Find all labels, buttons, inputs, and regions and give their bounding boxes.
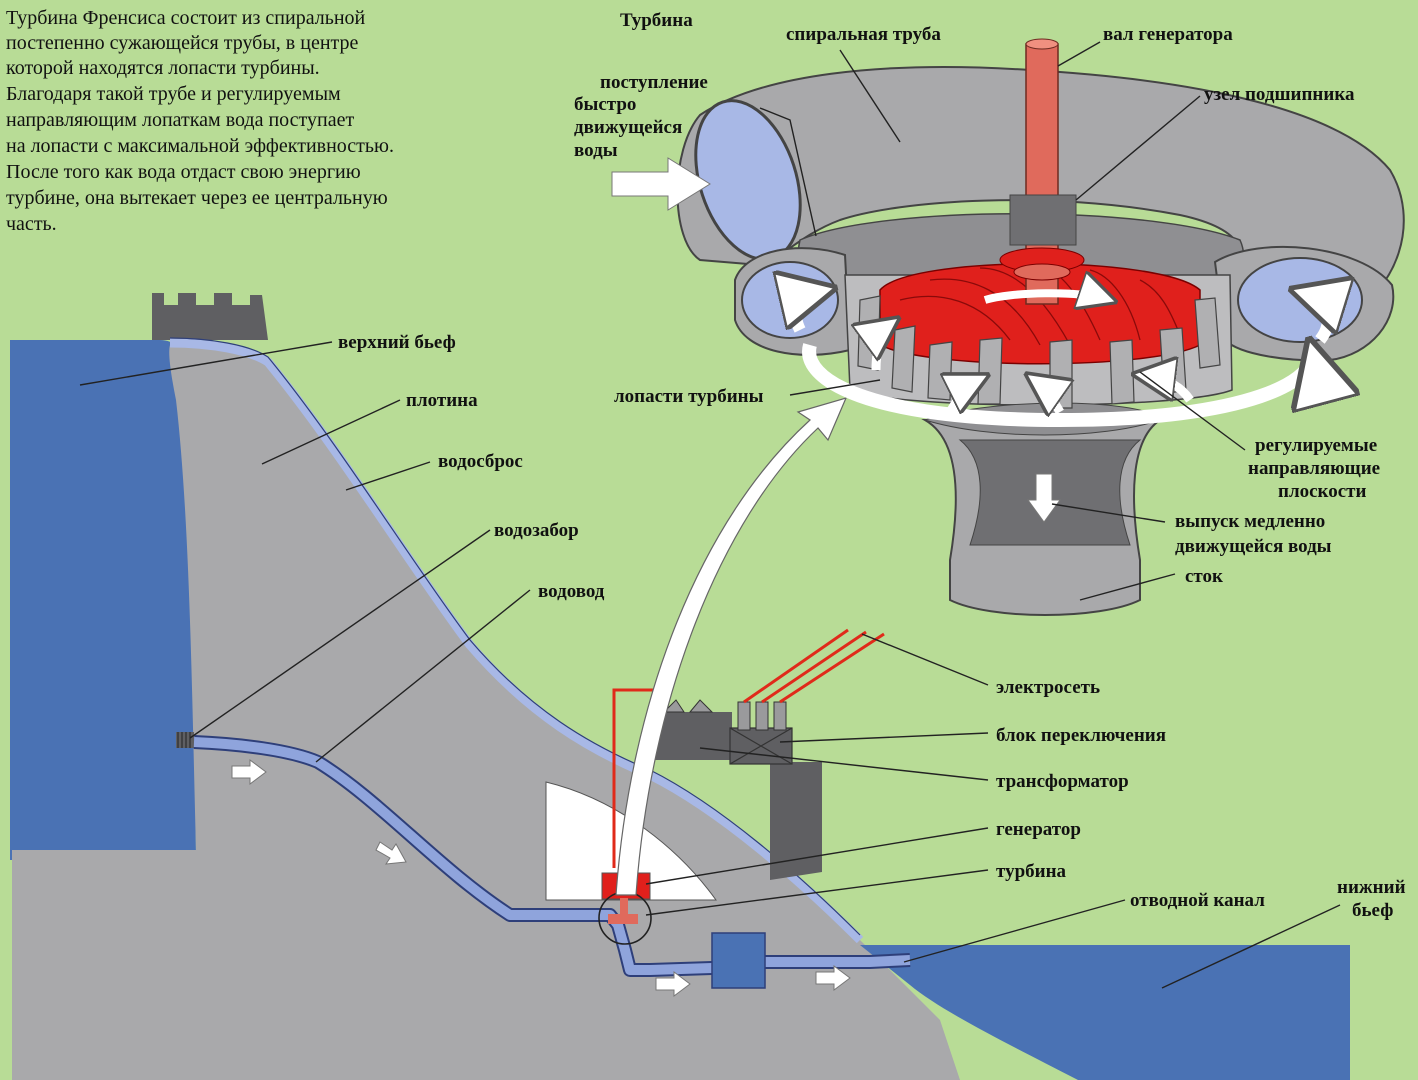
intro-line: Турбина Френсиса состоит из спиральной: [6, 7, 366, 29]
label-upper-pool: верхний бьеф: [338, 332, 456, 353]
casing-hollow-left: [742, 262, 838, 338]
intake-grille: [176, 732, 194, 748]
power-line: [762, 632, 866, 702]
intro-line: на лопасти с максимальной эффективностью…: [6, 135, 394, 157]
casing-hollow-right: [1238, 258, 1362, 342]
label-tailrace: отводной канал: [1130, 890, 1265, 911]
tailrace-chamber: [712, 933, 765, 988]
label-bearing: узел подшипника: [1204, 84, 1355, 105]
label-turbine: турбина: [996, 861, 1067, 882]
turbine-runner: [608, 914, 638, 924]
label-lower-pool-line: бьеф: [1352, 900, 1393, 921]
intro-line: После того как вода отдаст свою энергию: [6, 161, 361, 183]
dam-crest: [152, 293, 268, 340]
turbine-inset-title: Турбина: [620, 10, 693, 31]
label-generator-shaft: вал генератора: [1103, 24, 1233, 45]
switch-insulator: [756, 702, 768, 730]
intro-line: постепенно сужающейся трубы, в центре: [6, 32, 359, 54]
intro-line: направляющим лопаткам вода поступает: [6, 109, 354, 131]
intro-line: Благодаря такой трубе и регулируемым: [6, 83, 341, 105]
label-penstock: водовод: [538, 581, 605, 602]
intro-text: Турбина Френсиса состоит из спиральной п…: [6, 7, 394, 235]
intro-line: турбине, она вытекает через ее центральн…: [6, 187, 388, 209]
label-grid: электросеть: [996, 677, 1100, 698]
label-spiral-pipe: спиральная труба: [786, 24, 941, 45]
label-blades: лопасти турбины: [614, 386, 764, 407]
label-intake: водозабор: [494, 520, 579, 541]
label-outflow-line: выпуск медленно: [1175, 511, 1325, 532]
intro-line: часть.: [6, 213, 57, 235]
label-transformer: трансформатор: [996, 771, 1129, 792]
label-generator: генератор: [996, 819, 1081, 840]
label-inflow-line: движущейся: [574, 117, 682, 138]
switch-insulator: [774, 702, 786, 730]
label-lower-pool-line: нижний: [1337, 877, 1406, 898]
label-outflow-line: движущейся воды: [1175, 536, 1332, 557]
label-switch-block: блок переключения: [996, 725, 1166, 746]
label-guide-vanes-line: регулируемые: [1255, 435, 1377, 456]
label-drain: сток: [1185, 566, 1223, 587]
label-inflow-line: быстро: [574, 94, 636, 115]
intro-line: которой находятся лопасти турбины.: [6, 57, 320, 79]
label-guide-vanes-line: направляющие: [1248, 458, 1380, 479]
label-inflow-line: поступление: [600, 72, 708, 93]
switch-insulator: [738, 702, 750, 730]
upper-pool-water: [10, 340, 192, 438]
label-guide-vanes-line: плоскости: [1278, 481, 1367, 502]
bearing-housing: [1010, 195, 1076, 245]
label-dam: плотина: [406, 390, 478, 411]
label-inflow-line: воды: [574, 140, 618, 161]
label-spillway: водосброс: [438, 451, 523, 472]
bushing: [664, 700, 712, 712]
upper-pool-water: [10, 436, 196, 860]
